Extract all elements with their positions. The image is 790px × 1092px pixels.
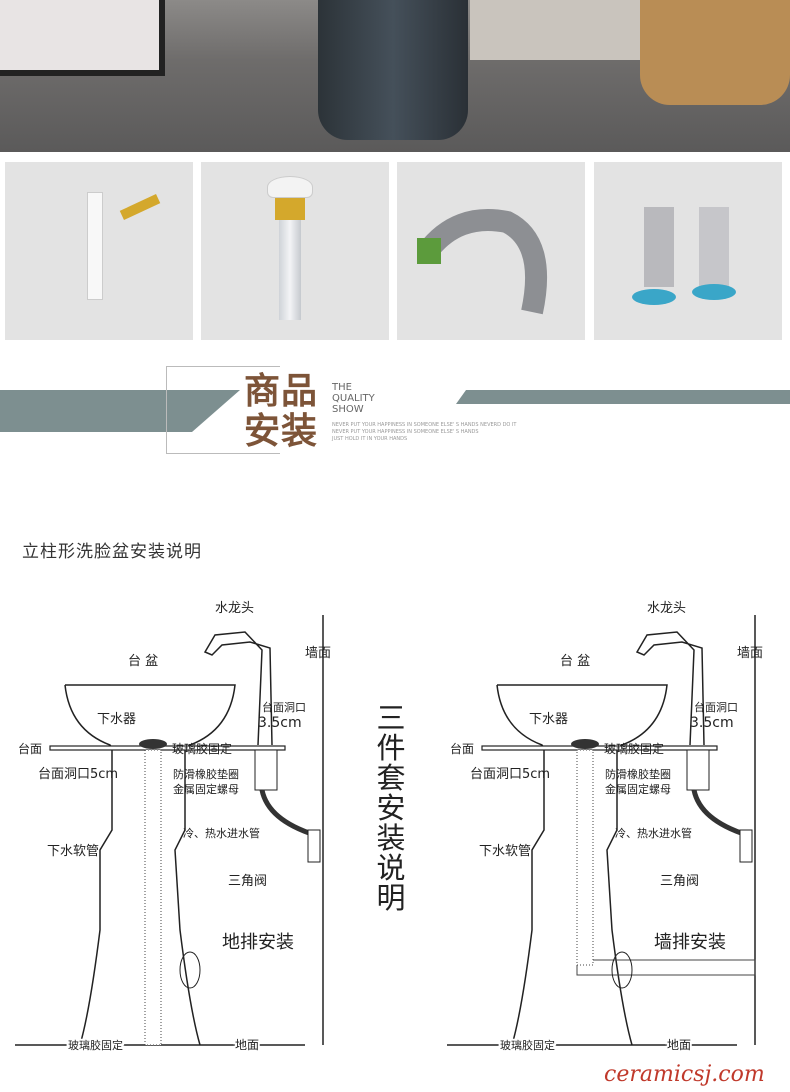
banner-title: 商品安装 <box>244 372 324 452</box>
angle-valve <box>739 829 753 863</box>
page-heading: 立柱形洗脸盆安装说明 <box>22 542 202 562</box>
label-wall: 墙面 <box>737 646 763 661</box>
label-faucet: 水龙头 <box>647 601 686 616</box>
faucet-icon <box>87 192 103 300</box>
diagram-title: 墙排安装 <box>654 932 726 953</box>
label-gasket: 防滑橡胶垫圈 <box>605 767 671 781</box>
label-floor-glue: 玻璃胶固定 <box>68 1038 123 1052</box>
subtitle-line: THE <box>332 382 352 393</box>
subtitle-line: QUALITY <box>332 393 375 404</box>
vertical-title: 三件套安装说明 <box>376 701 406 915</box>
angle-valve-icon <box>632 207 736 305</box>
label-hole-size: 3.5cm <box>258 715 302 731</box>
label-angle-valve: 三角阀 <box>228 874 267 889</box>
inlet-pipe <box>691 789 748 838</box>
label-glass-glue: 玻璃胶固定 <box>172 741 232 756</box>
drain-cap <box>139 739 167 749</box>
label-angle-valve: 三角阀 <box>660 874 699 889</box>
label-gasket: 防滑橡胶垫圈 <box>173 767 239 781</box>
product-tile-faucet <box>5 162 193 340</box>
label-counter: 台面 <box>450 741 474 756</box>
banner-title-line2: 安装 <box>244 411 319 452</box>
faucet <box>203 631 273 746</box>
label-faucet: 水龙头 <box>215 601 254 616</box>
faucet <box>635 631 705 746</box>
label-nut: 金属固定螺母 <box>605 782 671 796</box>
label-counter-hole: 台面洞口5cm <box>38 767 118 782</box>
drain-hose <box>144 749 162 1046</box>
wall <box>470 0 640 60</box>
angle-valve <box>307 829 321 863</box>
wall-drain-pipe <box>576 959 756 976</box>
banner-bar-right <box>456 390 790 404</box>
faucet-handle <box>119 194 161 220</box>
label-basin: 台 盆 <box>128 654 158 669</box>
diagram-title: 地排安装 <box>222 932 294 953</box>
label-drain: 下水器 <box>529 712 568 727</box>
banner-frame <box>166 366 280 454</box>
basket <box>640 0 790 105</box>
label-drain-hose: 下水软管 <box>47 844 99 859</box>
label-floor-glue: 玻璃胶固定 <box>500 1038 555 1052</box>
label-drain: 下水器 <box>97 712 136 727</box>
label-counter-hole: 台面洞口5cm <box>470 767 550 782</box>
countertop <box>49 745 286 751</box>
label-drain-hose: 下水软管 <box>479 844 531 859</box>
faucet-thread <box>686 749 710 791</box>
label-basin: 台 盆 <box>560 654 590 669</box>
drain-thread <box>275 198 305 220</box>
drain-hose-icon <box>417 209 548 315</box>
subtitle-line: SHOW <box>332 404 364 415</box>
label-hole: 台面洞口 <box>694 700 738 714</box>
label-hole: 台面洞口 <box>262 700 306 714</box>
drain-hose <box>576 749 594 966</box>
tagline-line: NEVER PUT YOUR HAPPINESS IN SOMEONE ELSE… <box>332 429 479 435</box>
banner-tagline: NEVER PUT YOUR HAPPINESS IN SOMEONE ELSE… <box>332 422 516 443</box>
product-photo <box>0 0 790 152</box>
faucet-thread <box>254 749 278 791</box>
tagline-line: JUST HOLD IT IN YOUR HANDS <box>332 436 408 442</box>
label-inlet-pipe: 冷、热水进水管 <box>615 826 692 840</box>
drain-cap <box>571 739 599 749</box>
drain-cap-icon <box>267 176 313 198</box>
label-glass-glue: 玻璃胶固定 <box>604 741 664 756</box>
pedestal-basin <box>318 0 468 140</box>
basin-outline <box>64 684 236 1046</box>
inlet-pipe <box>259 789 316 838</box>
tagline-line: NEVER PUT YOUR HAPPINESS IN SOMEONE ELSE… <box>332 422 517 428</box>
drain-pipe <box>279 220 301 320</box>
basin-outline <box>496 684 668 1046</box>
watermark: ceramicsj.com <box>604 1062 765 1087</box>
countertop <box>481 745 718 751</box>
pedestal-hole <box>179 951 201 989</box>
label-inlet-pipe: 冷、热水进水管 <box>183 826 260 840</box>
pedestal-hole <box>611 951 633 989</box>
product-tile-valve <box>594 162 782 340</box>
banner-title-line1: 商品 <box>244 371 319 412</box>
label-floor: 地面 <box>667 1038 691 1052</box>
product-tile-drain <box>201 162 389 340</box>
banner-bar-left <box>0 390 240 432</box>
label-floor: 地面 <box>235 1038 259 1052</box>
wall-painting <box>0 0 165 76</box>
label-wall: 墙面 <box>305 646 331 661</box>
label-nut: 金属固定螺母 <box>173 782 239 796</box>
label-counter: 台面 <box>18 741 42 756</box>
product-tile-hose <box>397 162 585 340</box>
label-hole-size: 3.5cm <box>690 715 734 731</box>
